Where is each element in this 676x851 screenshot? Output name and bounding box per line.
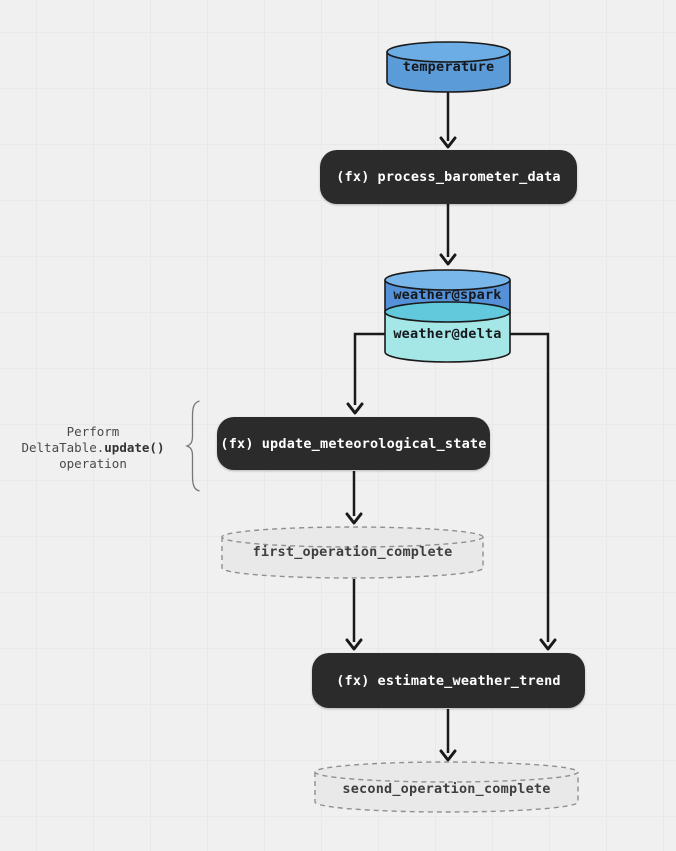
edge-delta-to-update bbox=[353, 332, 387, 405]
node-label: estimate_weather_trend bbox=[377, 672, 561, 689]
cylinder-body bbox=[314, 772, 579, 813]
cylinder-top bbox=[314, 761, 579, 783]
node-label: process_barometer_data bbox=[377, 169, 561, 185]
node-process-barometer-data: (fx) process_barometer_data bbox=[320, 150, 577, 204]
arrowhead-icon bbox=[345, 638, 363, 651]
edge-group bbox=[352, 92, 550, 753]
annotation-note: Perform DeltaTable.update() operation bbox=[8, 424, 178, 472]
cylinder-body bbox=[386, 52, 511, 93]
arrowhead-icon bbox=[345, 512, 363, 525]
fx-prefix: (fx) bbox=[336, 169, 370, 185]
cylinder-top bbox=[221, 526, 484, 548]
node-label: update_meteorological_state bbox=[261, 435, 487, 452]
edge-delta-to-estimate bbox=[510, 332, 550, 642]
annotation-line-1: Perform bbox=[66, 424, 120, 439]
annotation-line-2: DeltaTable.update() bbox=[21, 440, 165, 455]
node-update-meteorological-state: (fx) update_meteorological_state bbox=[217, 417, 490, 470]
arrowhead-icon bbox=[439, 136, 457, 149]
cylinder-body bbox=[221, 537, 484, 579]
cylinder-top bbox=[386, 41, 511, 63]
milestone-first-operation-complete bbox=[221, 526, 484, 579]
annotation-line-3: operation bbox=[59, 456, 127, 471]
cylinder-top bbox=[384, 301, 511, 323]
milestone-second-operation-complete bbox=[314, 761, 579, 813]
arrowhead-icon bbox=[439, 749, 457, 762]
datastore-weather-delta bbox=[384, 301, 511, 363]
fx-prefix: (fx) bbox=[220, 435, 254, 452]
cylinder-top bbox=[384, 269, 511, 291]
cylinder-body bbox=[384, 312, 511, 363]
node-estimate-weather-trend: (fx) estimate_weather_trend bbox=[312, 653, 585, 708]
arrowhead-icon bbox=[539, 638, 557, 651]
arrowhead-group bbox=[345, 136, 557, 762]
fx-prefix: (fx) bbox=[336, 672, 370, 689]
datastore-temperature bbox=[386, 41, 511, 93]
arrowhead-icon bbox=[346, 402, 364, 415]
arrowhead-icon bbox=[439, 253, 457, 266]
annotation-brace bbox=[185, 400, 200, 492]
